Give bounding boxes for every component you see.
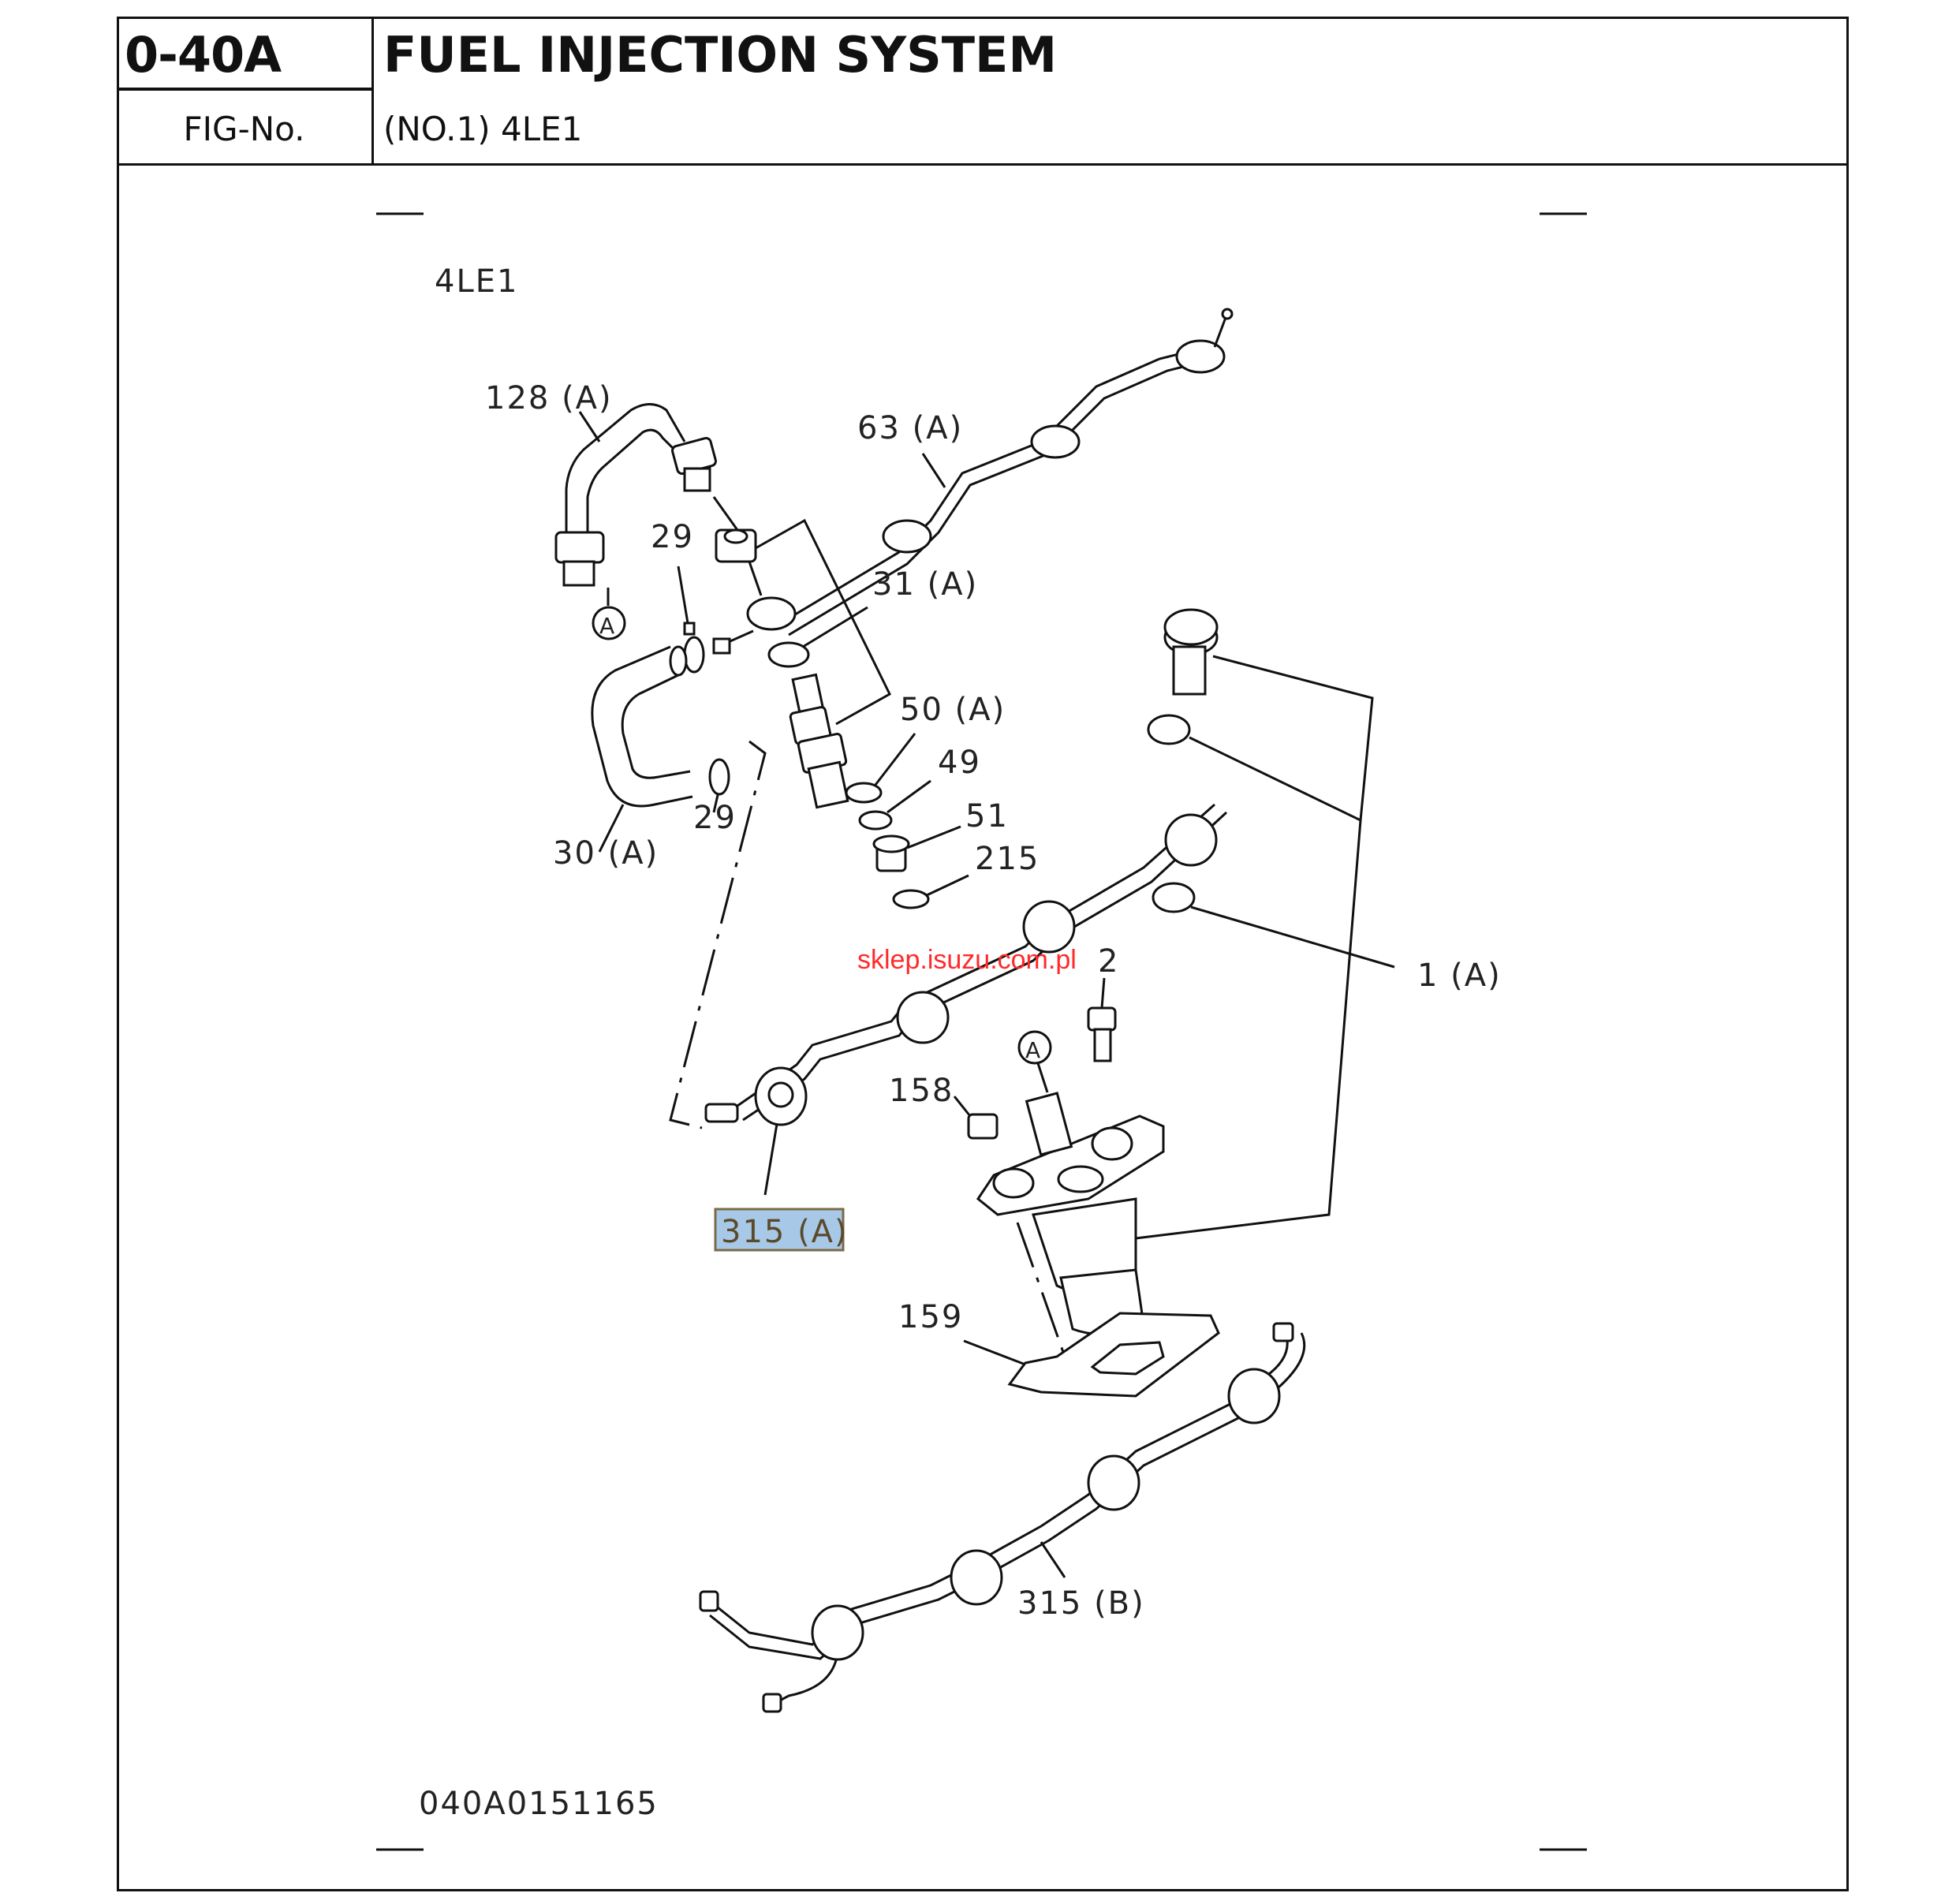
part-159-gasket[interactable]	[1007, 1312, 1220, 1398]
leader-215	[926, 874, 969, 897]
callout-30a[interactable]: 30 (A)	[553, 835, 659, 872]
part-30a-hose[interactable]	[591, 645, 693, 808]
part-injection-nozzle[interactable]	[789, 673, 849, 809]
leader-159	[963, 1339, 1026, 1366]
leader-1a	[1190, 905, 1395, 969]
callout-49[interactable]: 49	[938, 745, 981, 781]
callout-63a[interactable]: 63 (A)	[857, 410, 963, 446]
header-divider	[117, 163, 1849, 166]
callout-315b[interactable]: 315 (B)	[1017, 1585, 1145, 1622]
leader-a	[712, 496, 739, 531]
part-31a-washer[interactable]	[767, 641, 810, 668]
leader-315a	[763, 1123, 778, 1196]
alignment-line-left	[669, 740, 767, 1129]
bracket-1a-pump	[1135, 819, 1362, 1240]
part-51-sleeve[interactable]	[872, 834, 910, 872]
bracket-1a-top	[1189, 655, 1374, 823]
leader-51	[906, 825, 961, 849]
callout-29-bottom[interactable]: 29	[693, 800, 737, 836]
part-315a-pipe[interactable]	[704, 803, 1228, 1126]
part-50a-washer[interactable]	[845, 782, 883, 804]
part-158-nut[interactable]	[967, 1113, 999, 1140]
leader-b	[748, 561, 763, 596]
callout-51[interactable]: 51	[965, 798, 1009, 834]
leader-315b	[1040, 1541, 1066, 1578]
part-1a-washer-bottom[interactable]	[1152, 882, 1196, 913]
part-63a-pipe[interactable]	[780, 308, 1234, 637]
page-frame	[117, 17, 1849, 1891]
part-215-washer[interactable]	[892, 889, 930, 909]
leader-158	[953, 1096, 972, 1117]
callout-2[interactable]: 2	[1098, 943, 1119, 980]
callout-128a[interactable]: 128 (A)	[485, 380, 613, 416]
bracket-31a	[755, 518, 891, 726]
part-128a-pipe[interactable]	[554, 403, 717, 587]
part-eye-fitting[interactable]	[712, 596, 797, 655]
model-label: 4LE1	[435, 263, 518, 300]
callout-29-top[interactable]: 29	[651, 519, 694, 555]
callout-315a[interactable]: 315 (A)	[721, 1214, 849, 1250]
callout-215[interactable]: 215	[975, 841, 1040, 877]
leader-2	[1100, 977, 1106, 1009]
part-eye-bolt[interactable]	[1163, 608, 1219, 696]
part-49-washer[interactable]	[858, 810, 893, 831]
part-injection-pump[interactable]	[976, 1092, 1165, 1335]
page-title: FUEL INJECTION SYSTEM	[383, 26, 1058, 84]
fig-label: FIG-No.	[183, 110, 305, 148]
callout-158[interactable]: 158	[889, 1073, 954, 1109]
alignment-line-pump	[1016, 1222, 1066, 1357]
part-29-clamp-top[interactable]	[683, 622, 705, 674]
subtitle-cell: (NO.1) 4LE1	[374, 91, 1849, 165]
figure-subtitle: (NO.1) 4LE1	[383, 110, 583, 148]
part-2-bolt[interactable]	[1087, 1006, 1117, 1062]
corner-marks	[376, 212, 1587, 1851]
section-code-cell: 0-40A	[117, 17, 374, 91]
leader-29-bottom	[712, 794, 719, 813]
leader-49	[887, 779, 931, 814]
callout-50a[interactable]: 50 (A)	[900, 692, 1006, 728]
callout-1a[interactable]: 1 (A)	[1417, 958, 1502, 994]
callout-159[interactable]: 159	[898, 1299, 963, 1335]
part-1a-washer-top[interactable]	[1147, 714, 1191, 745]
part-315b-pipe[interactable]	[699, 1322, 1306, 1713]
leader-63a	[921, 453, 946, 488]
highlight-315a	[714, 1208, 845, 1252]
callout-31a[interactable]: 31 (A)	[872, 566, 978, 603]
reference-marker-a-top: A	[592, 588, 626, 640]
fig-label-cell: FIG-No.	[117, 91, 374, 165]
leader-50a	[874, 733, 916, 786]
drawing-number: 040A0151165	[419, 1786, 659, 1822]
leader-128a	[578, 411, 601, 442]
section-code: 0-40A	[125, 26, 282, 84]
leader-31a	[802, 606, 868, 648]
svg-text:A: A	[599, 613, 616, 639]
svg-text:A: A	[1025, 1037, 1042, 1063]
part-29-clamp-bottom[interactable]	[708, 758, 730, 796]
part-31a-nut[interactable]	[715, 528, 757, 563]
leader-29-top	[677, 566, 689, 624]
leader-30a	[598, 804, 625, 853]
title-cell: FUEL INJECTION SYSTEM	[374, 17, 1849, 91]
reference-marker-a-pump: A	[1017, 1030, 1052, 1093]
watermark: sklep.isuzu.com.pl	[857, 945, 1077, 975]
